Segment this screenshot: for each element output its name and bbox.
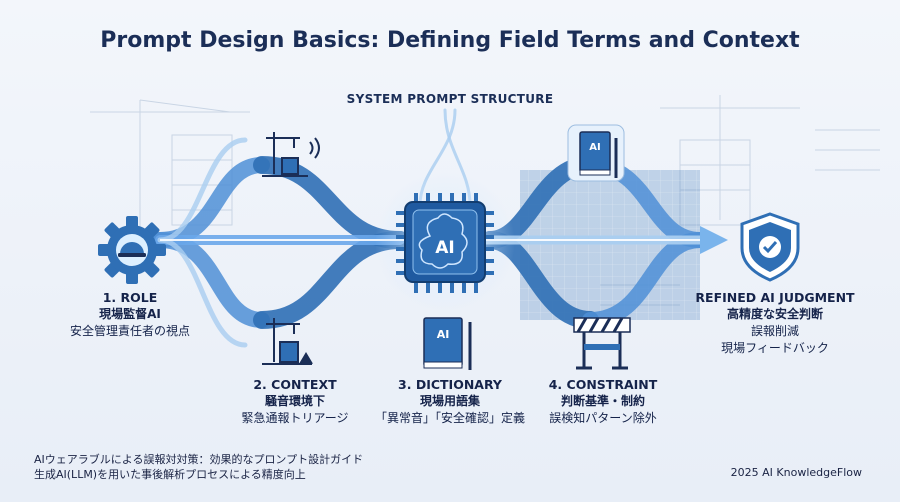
result-heading: REFINED AI JUDGMENT bbox=[695, 290, 855, 305]
step-context-heading: 2. CONTEXT bbox=[253, 377, 337, 392]
footer-line1: AIウェアラブルによる誤報対対策：効果的なプロンプト設計ガイド bbox=[34, 453, 364, 466]
dictionary-book-icon-top bbox=[567, 124, 625, 182]
step-dictionary-label: 3. DICTIONARY 現場用語集 「異常音」「安全確認」定義 bbox=[365, 376, 535, 427]
context-crane-icon-bottom bbox=[262, 318, 313, 365]
step-role-label: 1. ROLE 現場監督AI 安全管理責任者の視点 bbox=[40, 289, 220, 340]
step-dictionary-line2: 「異常音」「安全確認」定義 bbox=[374, 411, 525, 425]
role-gear-icon bbox=[98, 216, 166, 284]
shield-check-icon bbox=[740, 212, 800, 282]
step-context-line1: 騒音環境下 bbox=[264, 394, 325, 408]
ai-chip-icon bbox=[375, 172, 515, 312]
step-dictionary-line1: 現場用語集 bbox=[419, 394, 480, 408]
footer-line2: 生成AI(LLM)を用いた事後解析プロセスによる精度向上 bbox=[34, 468, 306, 481]
page-title: Prompt Design Basics: Defining Field Ter… bbox=[100, 28, 800, 53]
step-constraint-line1: 判断基準・制約 bbox=[560, 394, 645, 408]
footer-caption: AIウェアラブルによる誤報対対策：効果的なプロンプト設計ガイド 生成AI(LLM… bbox=[34, 452, 363, 482]
result-line2: 誤報削減 bbox=[750, 324, 799, 338]
book-bottom-label: AI bbox=[437, 328, 450, 341]
constraint-barrier-icon bbox=[573, 317, 631, 370]
result-label: REFINED AI JUDGMENT 高精度な安全判断 誤報削減 現場フィード… bbox=[680, 289, 870, 357]
ai-chip-label: AI bbox=[435, 238, 454, 258]
step-role-line1: 現場監督AI bbox=[99, 307, 161, 321]
book-top-label: AI bbox=[589, 142, 600, 153]
step-context-label: 2. CONTEXT 騒音環境下 緊急通報トリアージ bbox=[215, 376, 375, 427]
step-role-line2: 安全管理責任者の視点 bbox=[69, 324, 190, 338]
step-constraint-label: 4. CONSTRAINT 判断基準・制約 誤検知パターン除外 bbox=[528, 376, 678, 427]
dictionary-book-icon-bottom bbox=[423, 317, 472, 370]
context-crane-icon-top bbox=[262, 132, 320, 177]
step-constraint-heading: 4. CONSTRAINT bbox=[548, 377, 658, 392]
output-arrow bbox=[700, 226, 728, 254]
diagram-subtitle: SYSTEM PROMPT STRUCTURE bbox=[346, 92, 554, 106]
step-dictionary-heading: 3. DICTIONARY bbox=[398, 377, 502, 392]
result-line1: 高精度な安全判断 bbox=[726, 307, 823, 321]
step-role-heading: 1. ROLE bbox=[102, 290, 158, 305]
footer-credit: 2025 AI KnowledgeFlow bbox=[730, 466, 862, 479]
step-context-line2: 緊急通報トリアージ bbox=[241, 411, 349, 425]
step-constraint-line2: 誤検知パターン除外 bbox=[549, 411, 657, 425]
result-line3: 現場フィードバック bbox=[721, 341, 829, 355]
